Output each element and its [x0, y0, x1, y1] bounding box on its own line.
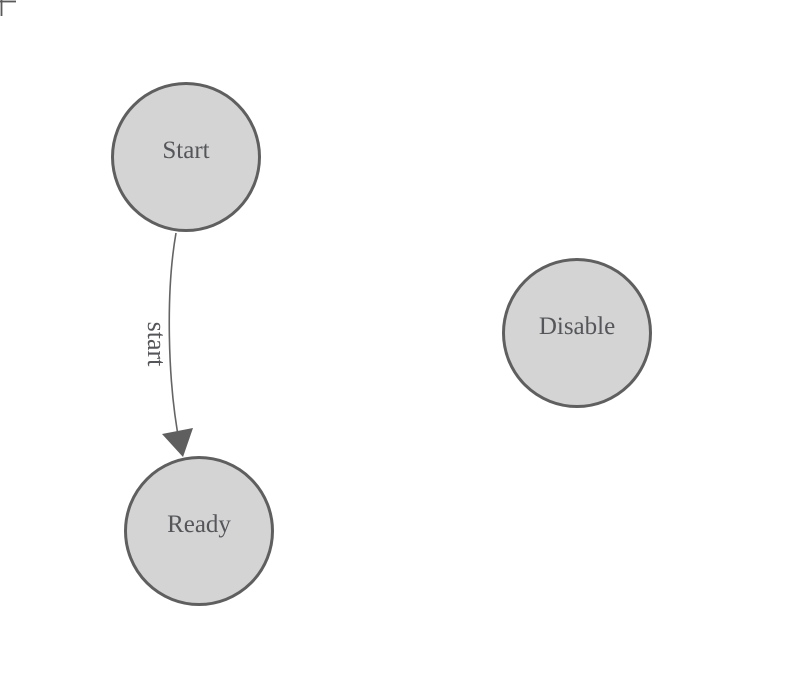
transition-edge-start-to-ready[interactable]: start: [142, 232, 193, 457]
state-circle[interactable]: [111, 82, 261, 232]
origin-corner-marker: [0, 0, 16, 16]
edge-label: start: [142, 322, 171, 368]
edge-line[interactable]: [168, 232, 181, 447]
edge-arrowhead-icon: [162, 428, 193, 457]
state-circle[interactable]: [124, 456, 274, 606]
state-node-disable[interactable]: Disable: [502, 258, 652, 408]
state-node-ready[interactable]: Ready: [124, 456, 274, 606]
state-circle[interactable]: [502, 258, 652, 408]
state-node-start[interactable]: Start: [111, 82, 261, 232]
edges-layer: start: [142, 232, 193, 457]
